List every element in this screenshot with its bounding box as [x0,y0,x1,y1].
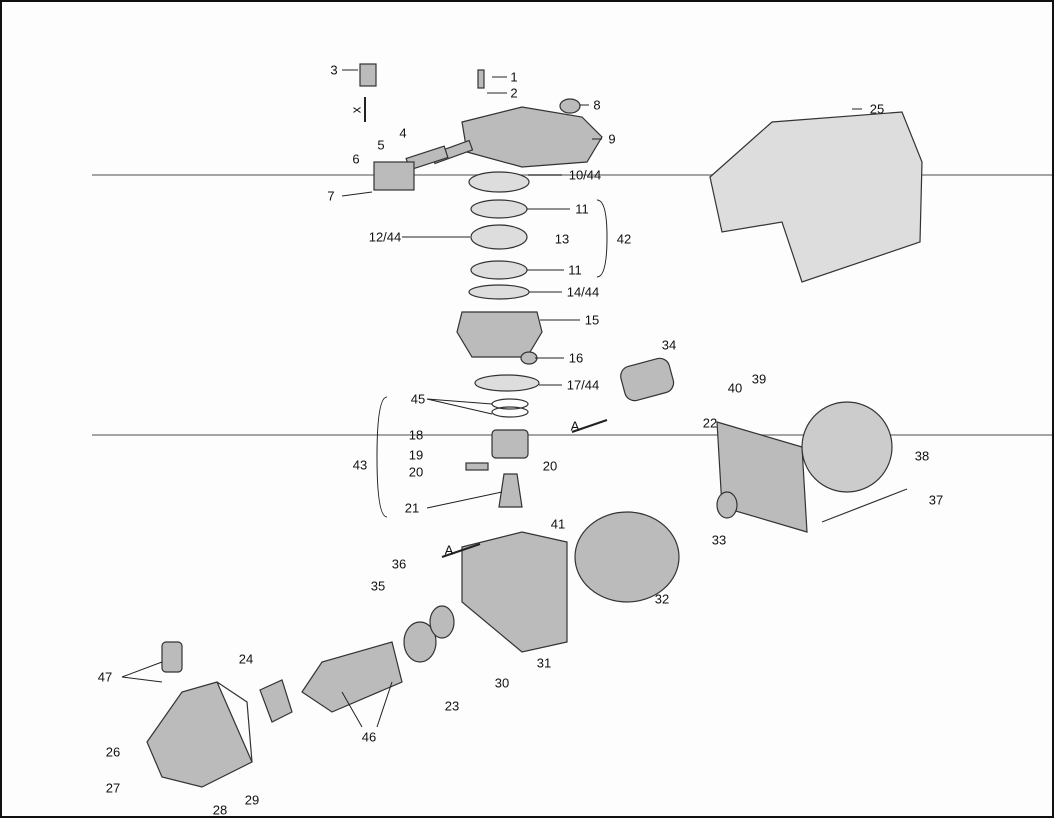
part-label: 13 [554,231,570,247]
gasket-ring [470,199,528,219]
part-label: 12/44 [368,229,402,245]
part-label: 22 [702,415,718,431]
connecting-rod [498,473,523,508]
part-label: 1 [510,69,518,85]
part-label: 46 [361,729,377,745]
part-label: 11 [568,262,582,278]
shroud-cover [709,111,923,283]
leader-lines [121,69,862,728]
tie-rod [821,488,908,523]
end-bracket [716,421,808,533]
seal [429,605,455,639]
piston-pin [465,462,489,471]
rotor [301,641,403,713]
part-label: 23 [444,698,460,714]
fan-clip [259,679,293,723]
part-label: 32 [654,591,670,607]
arrow-a-label: A [444,542,454,558]
pressure-switch [161,641,183,673]
part-label: 29 [244,792,260,808]
bearing [403,621,437,663]
arrow-x-label: x [348,106,364,114]
part-label: 43 [352,457,368,473]
gasket-flat [468,284,530,300]
valve-plate-middle [470,224,528,250]
nut [520,351,538,365]
part-label: 33 [711,532,727,548]
part-label: 24 [238,651,254,667]
part-label: 9 [608,131,616,147]
bearing [716,491,738,519]
plug [559,98,581,114]
bolt [477,69,485,89]
part-label: 26 [105,744,121,760]
piston-ring [491,406,529,418]
arrow-a [571,419,608,433]
part-label: 19 [408,447,424,463]
part-label: 35 [370,578,386,594]
part-label: 38 [914,448,930,464]
fan-cover [216,681,253,763]
part-label: 34 [661,337,677,353]
part-label: 18 [408,427,424,443]
cooling-fan [801,401,893,493]
part-label: 7 [327,188,335,204]
part-label: 45 [410,391,426,407]
gasket-ring [470,260,528,280]
intake-block [373,161,415,191]
cylinder-head [461,106,603,168]
part-label: 25 [869,101,885,117]
part-label: 17/44 [566,377,600,393]
part-label: 28 [212,802,228,818]
part-label: 21 [404,500,420,516]
part-label: 27 [105,780,121,796]
part-label: 20 [408,464,424,480]
part-label: 40 [727,380,743,396]
part-label: 41 [550,516,566,532]
part-label: 39 [751,371,767,387]
part-label: 31 [536,655,552,671]
part-label: 20 [542,458,558,474]
fan-housing [146,681,253,788]
part-label: 5 [377,137,385,153]
stator [574,511,680,603]
part-label: 10/44 [568,167,602,183]
part-label: 3 [330,62,338,78]
arrow-a [441,543,481,558]
elbow-fitting [359,63,377,87]
part-label: 4 [399,125,407,141]
arrow-a-label: A [570,418,580,434]
part-label: 30 [494,675,510,691]
direction-arrows [364,97,608,558]
part-label: 15 [584,312,600,328]
part-label: 16 [568,350,584,366]
part-label: 8 [593,97,601,113]
part-label: 14/44 [566,284,600,300]
part-label: 11 [575,201,589,217]
crankcase [461,531,568,653]
piston [491,429,529,459]
part-label: 47 [97,669,113,685]
part-label: 2 [510,85,518,101]
part-label: 37 [928,492,944,508]
part-label: 42 [616,231,632,247]
part-label: 36 [391,556,407,572]
cylinder [456,311,543,358]
valve-plate [468,171,530,193]
base-gasket [474,374,540,392]
capacitor [620,357,675,402]
part-label: 6 [352,151,360,167]
